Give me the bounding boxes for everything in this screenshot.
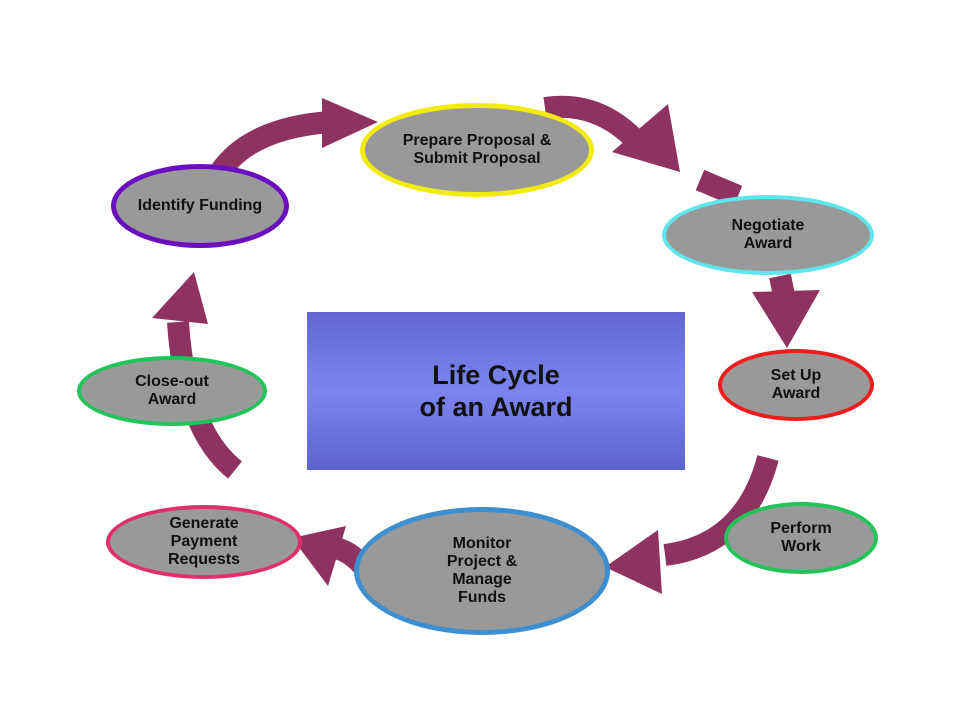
arrow-prepare-to-negotiate — [543, 95, 680, 172]
node-prepare-proposal: Prepare Proposal & Submit Proposal — [360, 103, 594, 197]
title-line-2: of an Award — [419, 392, 573, 422]
node-label-line: Manage — [452, 571, 512, 588]
node-monitor-project: Monitor Project & Manage Funds — [354, 507, 610, 635]
title-line-1: Life Cycle — [432, 360, 560, 390]
node-label-line: Prepare Proposal & — [402, 132, 552, 149]
node-label-line: Requests — [167, 551, 241, 568]
node-label-line: Award — [771, 385, 821, 402]
node-identify-funding: Identify Funding — [111, 164, 289, 248]
node-label-line: Work — [781, 538, 821, 555]
arrow-generate-to-closeout-head — [152, 272, 208, 324]
node-label-line: Close-out — [135, 373, 209, 390]
node-label-line: Award — [743, 235, 793, 252]
node-perform-work: Perform Work — [724, 502, 878, 574]
node-set-up-award: Set Up Award — [718, 349, 874, 421]
arrow-identify-to-prepare-head — [322, 98, 378, 148]
arrow-negotiate-to-setup-head — [752, 290, 820, 348]
node-close-out-award: Close-out Award — [77, 356, 267, 426]
arrow-prepare-to-negotiate-head — [612, 104, 680, 172]
node-label-line: Set Up — [770, 367, 822, 384]
node-label-line: Generate — [169, 515, 239, 532]
node-label-line: Perform — [770, 520, 832, 537]
node-label-line: Payment — [170, 533, 238, 550]
node-label-line: Funds — [458, 589, 506, 606]
node-label-line: Submit Proposal — [413, 150, 541, 167]
arrow-negotiate-to-setup — [752, 273, 820, 348]
center-title-box: Life Cycle of an Award — [307, 312, 685, 470]
node-label-line: Identify Funding — [137, 197, 263, 214]
arrow-to-negotiate-lower — [695, 169, 743, 207]
arrow-identify-to-prepare — [210, 98, 378, 179]
node-label-line: Negotiate — [731, 217, 805, 234]
node-negotiate-award: Negotiate Award — [662, 195, 874, 275]
node-label-line: Award — [147, 391, 197, 408]
node-label-line: Project & — [446, 553, 518, 570]
arrow-setup-to-monitor-head — [605, 530, 662, 594]
node-generate-payment: Generate Payment Requests — [106, 505, 302, 579]
arrow-to-negotiate-lower-shaft — [695, 169, 743, 207]
arrow-identify-to-prepare-shaft — [210, 111, 331, 179]
arrow-monitor-to-generate-head — [292, 526, 346, 586]
node-label-line: Monitor — [452, 535, 512, 552]
